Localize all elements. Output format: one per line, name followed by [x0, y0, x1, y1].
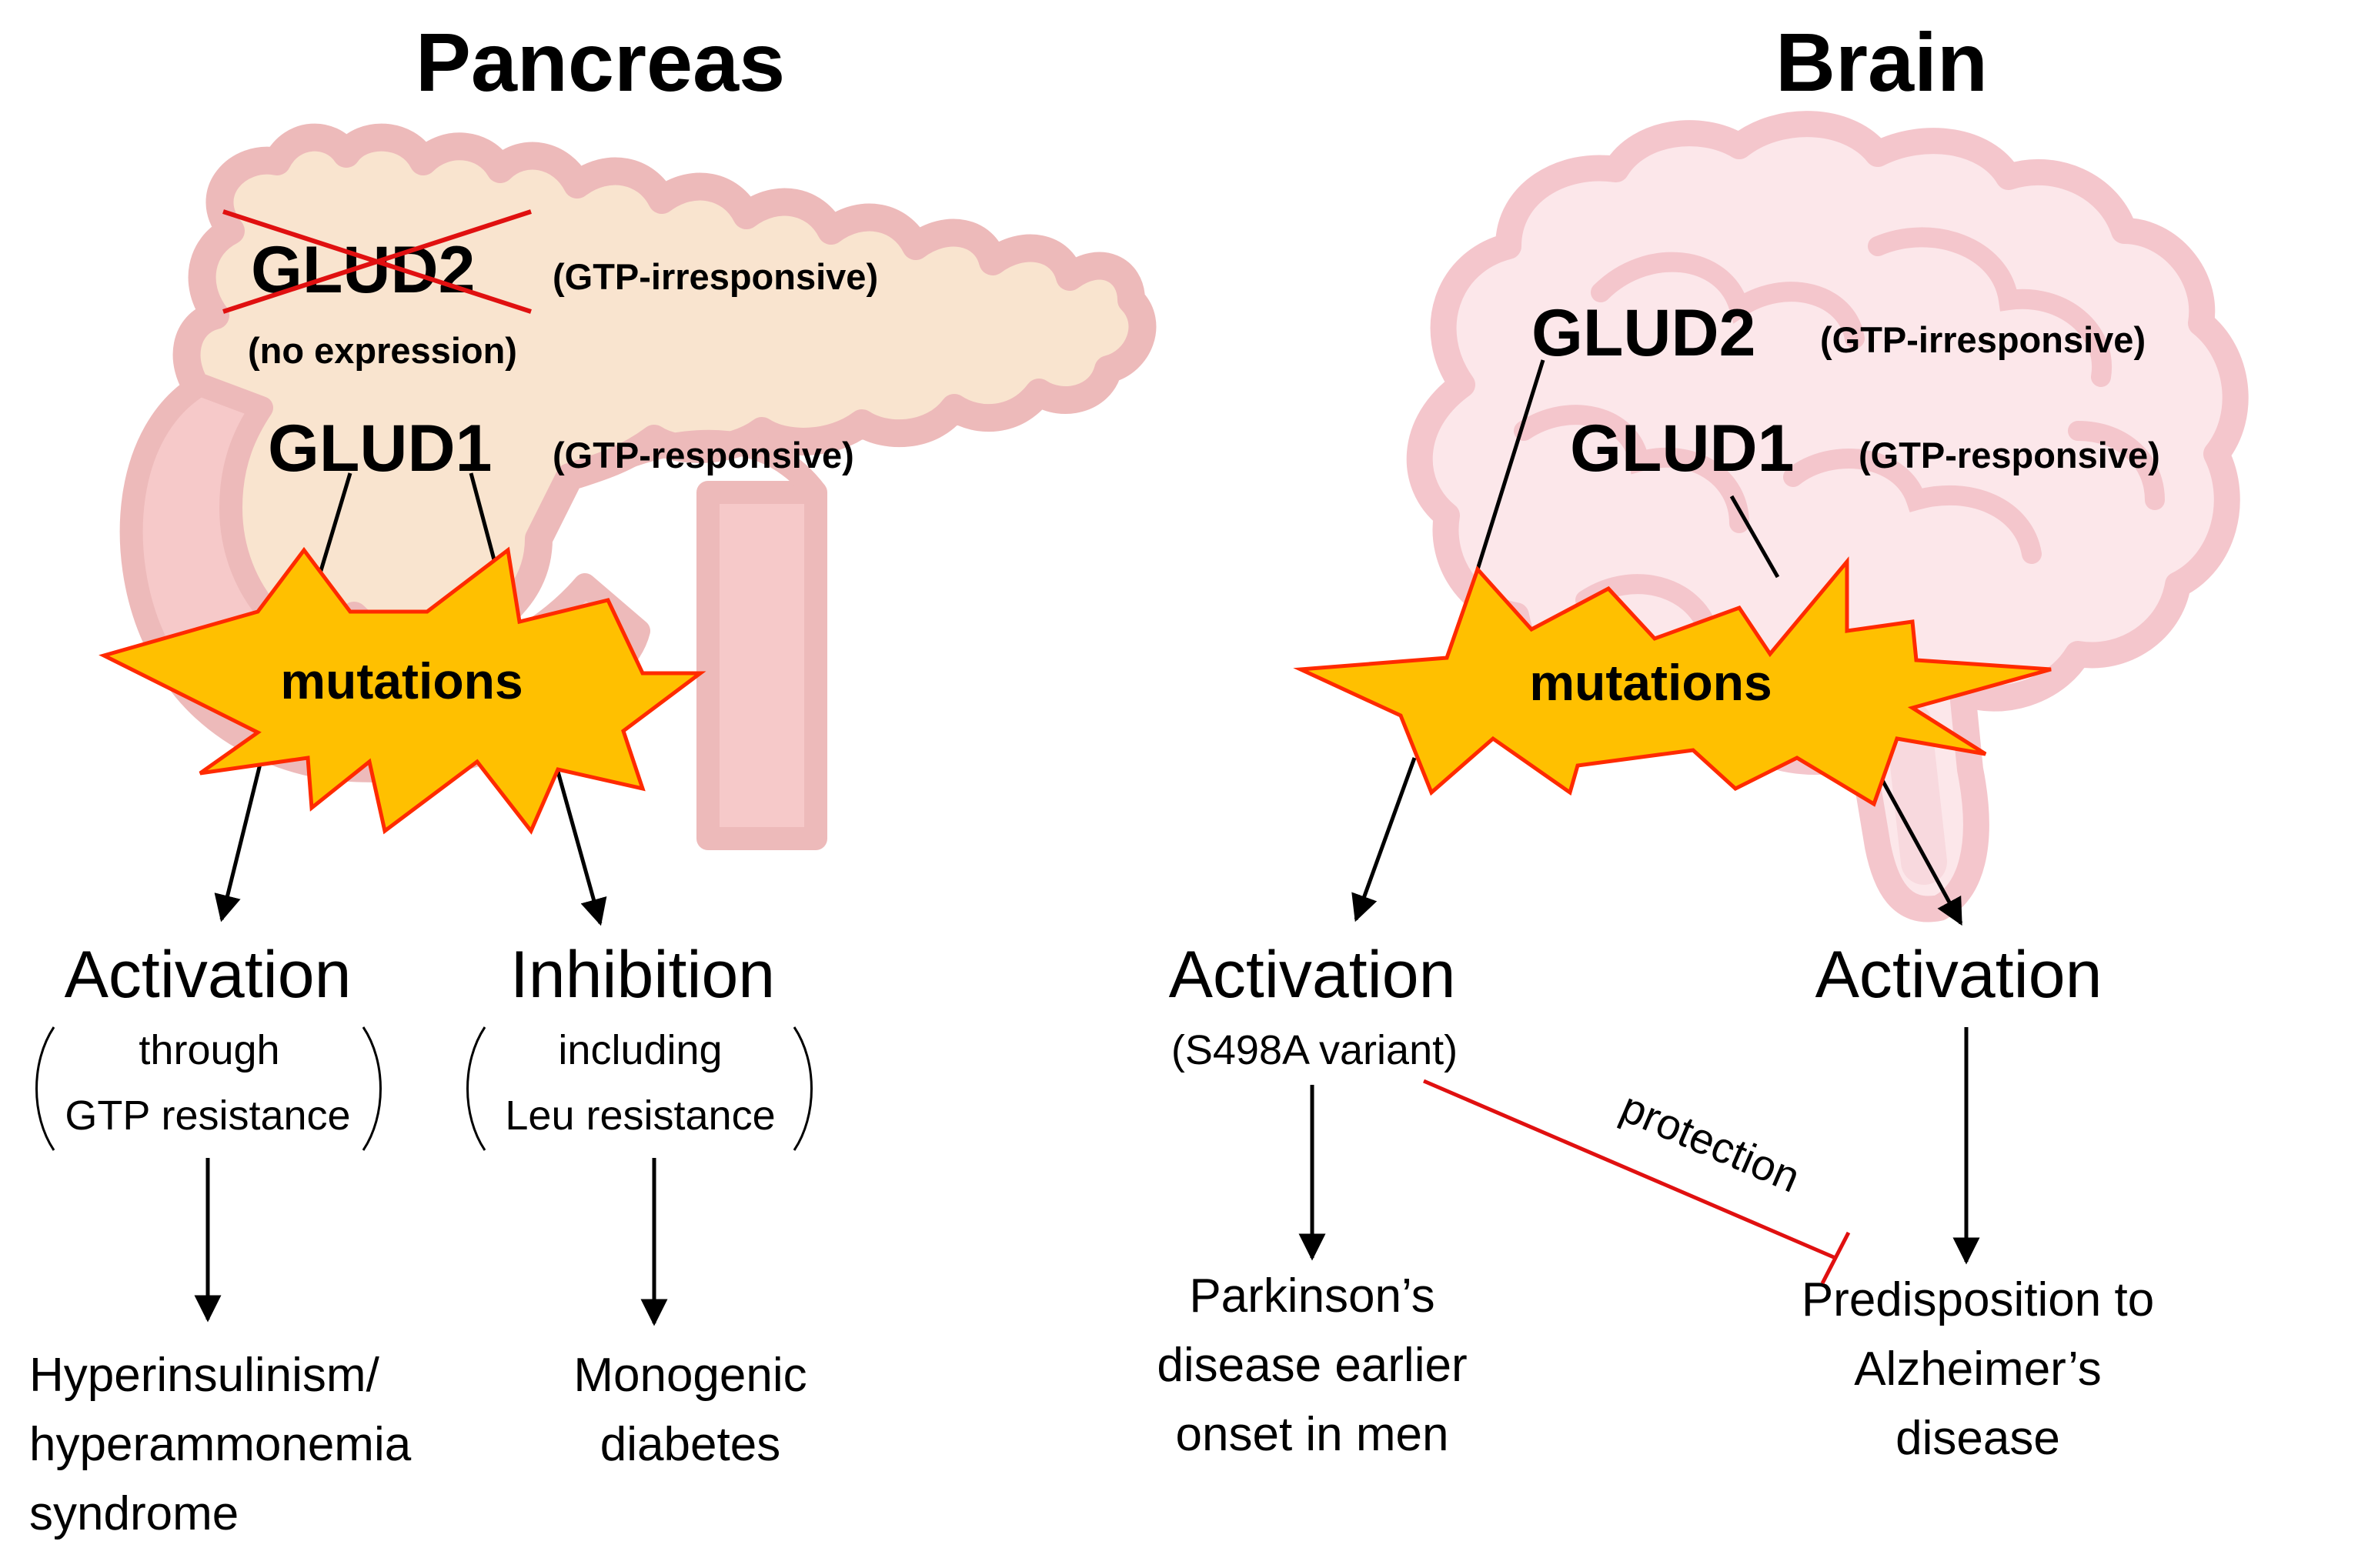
brain-illustration: [1406, 111, 2249, 922]
pancreas-mutation-burst-icon: [99, 546, 706, 835]
pancreas-mutations-label: mutations: [280, 652, 523, 709]
pancreas-activation-detail-2: GTP resistance: [65, 1093, 350, 1139]
pancreas-activation-detail-1: through: [139, 1027, 279, 1073]
brain-glud1-label: GLUD1: [1570, 412, 1794, 485]
brain-right-result-1: Predisposition to: [1802, 1273, 2154, 1326]
brain-left-result-3: onset in men: [1176, 1408, 1449, 1461]
brain-right-result-3: disease: [1895, 1412, 2060, 1465]
pancreas-glud1-note: (GTP-responsive): [553, 435, 854, 475]
pancreas-inhibition-label: Inhibition: [510, 938, 775, 1012]
brain-glud2-label: GLUD2: [1531, 296, 1755, 370]
brain-glud2-note: (GTP-irresponsive): [1820, 319, 2146, 360]
pancreas-left-result-3: syndrome: [29, 1487, 239, 1540]
brain-mutation-burst-icon: [1293, 556, 2052, 807]
pancreas-inhibition-parentheses: [466, 1026, 813, 1151]
pancreas-inhibition-detail-2: Leu resistance: [505, 1093, 775, 1139]
pancreas-left-result-1: Hyperinsulinism/: [29, 1349, 380, 1402]
pancreas-right-result-2: diabetes: [600, 1418, 780, 1471]
pancreas-activation-label: Activation: [65, 938, 352, 1012]
brain-mutations-label: mutations: [1529, 654, 1772, 711]
pancreas-connectors: [214, 472, 607, 926]
pancreas-inhibition-detail-1: including: [558, 1027, 722, 1073]
brain-glud1-note: (GTP-responsive): [1859, 435, 2160, 475]
brain-activation-left-label: Activation: [1169, 938, 1456, 1012]
brain-left-result-2: disease earlier: [1157, 1339, 1467, 1392]
pancreas-glud2-note: (GTP-irresponsive): [553, 256, 878, 297]
brain-right-result-2: Alzheimer’s: [1854, 1343, 2102, 1396]
pancreas-left-result-2: hyperammonemia: [29, 1418, 412, 1471]
pancreas-activation-parentheses: [35, 1026, 382, 1151]
pancreas-glud2-label: GLUD2: [251, 233, 475, 307]
brain-left-result-1: Parkinson’s: [1189, 1269, 1435, 1323]
protection-label: protection: [1614, 1083, 1807, 1202]
brain-activation-right-label: Activation: [1815, 938, 2102, 1012]
pancreas-glud1-label: GLUD1: [268, 412, 492, 485]
glud2-strike-icon: [222, 209, 532, 314]
brain-activation-left-detail: (S498A variant): [1171, 1027, 1458, 1073]
pancreas-title: Pancreas: [416, 15, 785, 108]
pancreas-glud2-status: (no expression): [248, 330, 517, 371]
pancreas-right-result-1: Monogenic: [573, 1349, 807, 1402]
protection-inhibition-line: [1423, 1079, 1851, 1285]
brain-connectors: [1351, 359, 1963, 926]
brain-title: Brain: [1775, 15, 1988, 108]
